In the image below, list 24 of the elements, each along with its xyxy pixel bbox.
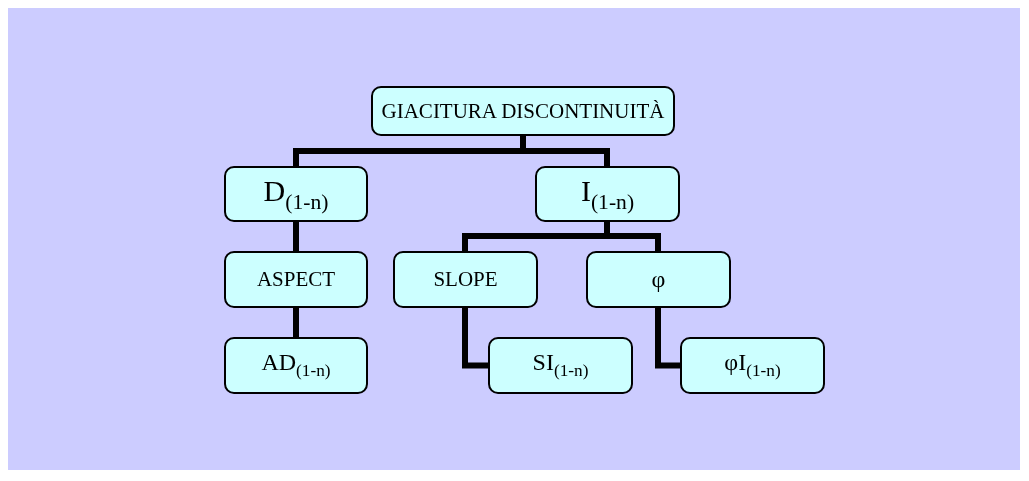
node-label: φI$_{(1-n)}$ [724,349,781,382]
tree-node-box [224,166,368,222]
tree-node-box [488,337,633,394]
tree-node-box [680,337,825,394]
tree-node-box [586,251,731,308]
tree-node-box [224,337,368,394]
connector-line [604,222,661,251]
node-label: φ [651,266,666,293]
connector-line [462,308,488,369]
node-label: SI$_{(1-n)}$ [532,349,589,382]
tree-node-box [535,166,680,222]
connector-line [655,308,680,369]
node-label: I$_{(1-n)}$ [580,173,635,215]
tree-node-box [224,251,368,308]
node-label: GIACITURA DISCONTINUITÀ [381,98,665,124]
node-label: ASPECT [256,267,336,292]
connector-line [520,136,610,166]
tree-node-box [371,86,675,136]
connector-line [293,222,299,251]
connector-line [293,308,299,337]
tree-node-box [393,251,538,308]
node-label: D$_{(1-n)}$ [263,173,329,215]
node-label: AD$_{(1-n)}$ [261,349,331,382]
node-label: SLOPE [433,267,498,292]
